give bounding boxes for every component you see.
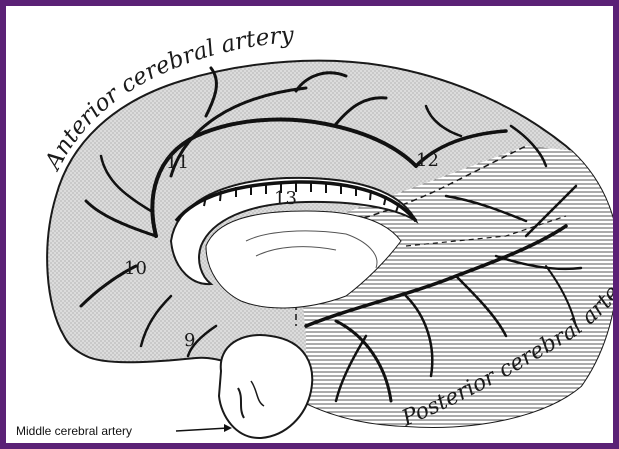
middle-artery-arrow-line (176, 428, 228, 431)
region-number-11: 11 (166, 152, 189, 173)
brain-medial-surface-diagram: 9 10 11 12 13 Anterior cerebral artery P… (6, 6, 619, 449)
region-number-10: 10 (124, 258, 147, 279)
middle-artery-label: Middle cerebral artery (16, 424, 132, 438)
region-number-13: 13 (274, 188, 297, 209)
region-number-9: 9 (184, 330, 195, 351)
temporal-pole (219, 335, 312, 438)
region-number-12: 12 (416, 150, 439, 171)
